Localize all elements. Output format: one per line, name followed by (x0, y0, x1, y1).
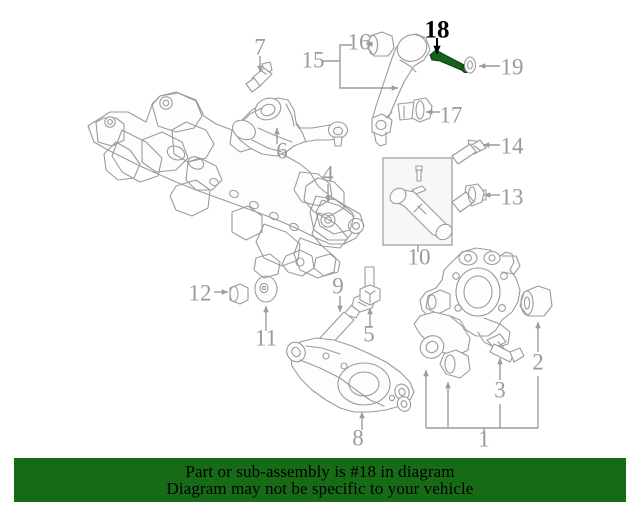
callout-label-4: 4 (322, 161, 334, 186)
callout-label-11: 11 (255, 325, 277, 350)
notice-line-1: Part or sub-assembly is #18 in diagram (185, 461, 455, 481)
part-upper-control-arm (232, 97, 349, 157)
leader-15-upper (322, 44, 352, 62)
callout-label-17: 17 (440, 102, 463, 127)
callout-label-2: 2 (532, 349, 544, 374)
part-bolt-14 (451, 139, 487, 165)
callout-label-7: 7 (254, 34, 266, 59)
part-lower-control-arm (286, 337, 415, 413)
callout-label-13: 13 (501, 184, 524, 209)
part-10-inner-bolt (415, 165, 423, 182)
callout-label-8: 8 (352, 425, 364, 450)
part-group-10-box (382, 157, 453, 246)
callout-label-18: 18 (425, 17, 450, 44)
part-subframe-bracket-4 (303, 177, 355, 249)
part-washer-19 (463, 56, 477, 74)
notice-banner: Part or sub-assembly is #18 in diagram D… (14, 458, 626, 502)
callout-label-6: 6 (276, 138, 288, 163)
callout-label-12: 12 (189, 280, 212, 305)
callout-label-16: 16 (348, 29, 371, 54)
callout-label-10: 10 (408, 244, 431, 269)
notice-line-2: Diagram may not be specific to your vehi… (166, 479, 474, 498)
callout-label-15: 15 (302, 47, 325, 72)
part-bolt-3 (486, 333, 525, 363)
callout-label-14: 14 (501, 133, 525, 158)
part-bolt-17 (397, 97, 433, 123)
callout-label-1: 1 (478, 426, 490, 451)
part-knuckle-assembly (413, 247, 521, 379)
part-bushing-16 (367, 31, 395, 57)
leader-15-lower (339, 61, 398, 91)
part-upper-link-assembly (367, 31, 431, 147)
callout-label-5: 5 (363, 321, 375, 346)
callout-label-3: 3 (494, 377, 506, 402)
part-bolt-5 (359, 266, 381, 306)
part-mount-details (253, 249, 341, 279)
part-mount-11 (254, 275, 278, 303)
callout-label-19: 19 (501, 54, 524, 79)
part-bolt-13 (451, 183, 487, 213)
part-bolt-7 (245, 61, 273, 93)
part-bushing-12 (229, 283, 249, 305)
part-bushing-2 (519, 285, 553, 317)
part-subframe-crossmember (87, 91, 365, 279)
callout-label-9: 9 (332, 273, 344, 298)
